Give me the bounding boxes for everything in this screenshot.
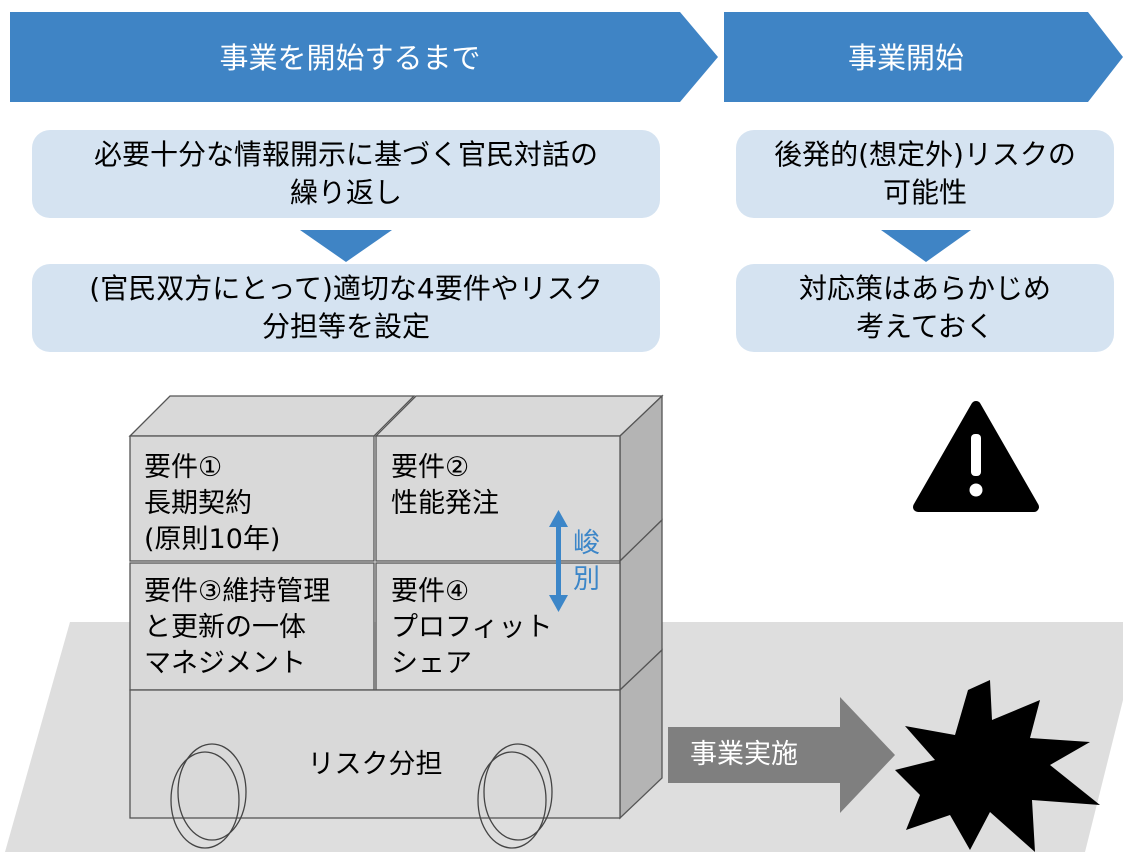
wheel-left-inner: [177, 743, 247, 841]
requirement-1: 要件① 長期契約 (原則10年): [144, 452, 281, 555]
cube-front-req3: [129, 562, 375, 691]
banner-start: 事業開始: [847, 41, 964, 75]
requirement-3: 要件③維持管理 と更新の一体 マネジメント: [144, 576, 331, 679]
wheel-left-outer: [170, 751, 240, 849]
cube-top-left: [128, 395, 416, 437]
double-arrow: [549, 510, 568, 612]
cube-front-req2: [375, 435, 621, 562]
banner-before-start-shape: [10, 12, 718, 102]
down-arrow-right: [881, 230, 971, 262]
wheel-right-inner: [483, 743, 553, 841]
down-arrow-left: [300, 230, 392, 262]
banner-start-shape: [724, 12, 1123, 102]
banner-before-start: 事業を開始するまで: [219, 41, 481, 75]
implementation-arrow: [668, 697, 895, 813]
implementation-label: 事業実施: [690, 739, 798, 770]
cube-front-req1: [129, 435, 375, 562]
separation-label: 峻 別: [573, 528, 600, 595]
risk-sharing-label: リスク分担: [307, 749, 443, 780]
countermeasure-box: 対応策はあらかじめ 考えておく: [736, 264, 1114, 352]
wheel-right-outer: [477, 751, 547, 849]
requirement-2: 要件② 性能発注: [391, 452, 499, 519]
warning-icon: [913, 401, 1039, 512]
explosion-icon: [895, 680, 1100, 852]
risk-box: 後発的(想定外)リスクの 可能性: [736, 130, 1114, 218]
dialogue-box: 必要十分な情報開示に基づく官民対話の 繰り返し: [32, 130, 660, 218]
requirement-4: 要件④ プロフィット シェア: [391, 576, 553, 679]
setting-box: (官民双方にとって)適切な4要件やリスク 分担等を設定: [32, 264, 660, 352]
cube-top-right: [374, 395, 664, 437]
